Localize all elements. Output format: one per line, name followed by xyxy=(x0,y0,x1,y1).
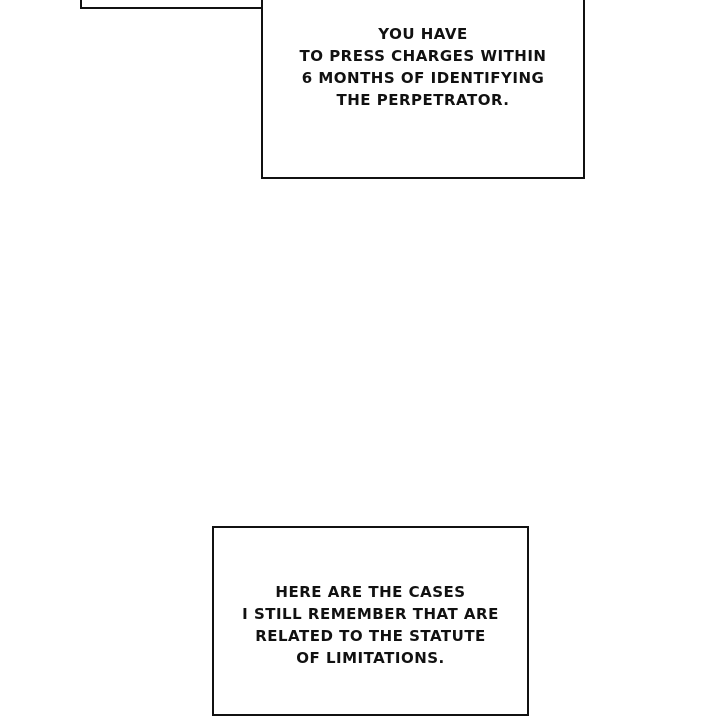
caption-text-1: YOU HAVE TO PRESS CHARGES WITHIN 6 MONTH… xyxy=(263,23,583,111)
caption-line: THE PERPETRATOR. xyxy=(336,91,510,109)
caption-text-2: HERE ARE THE CASES I STILL REMEMBER THAT… xyxy=(214,581,527,669)
caption-line: OF LIMITATIONS. xyxy=(296,649,445,667)
caption-line: RELATED TO THE STATUTE xyxy=(255,627,486,645)
caption-box-2: HERE ARE THE CASES I STILL REMEMBER THAT… xyxy=(212,526,529,716)
caption-line: I STILL REMEMBER THAT ARE xyxy=(242,605,499,623)
caption-box-1: YOU HAVE TO PRESS CHARGES WITHIN 6 MONTH… xyxy=(261,0,585,179)
partial-panel-top-left xyxy=(80,0,264,9)
caption-line: 6 MONTHS OF IDENTIFYING xyxy=(301,69,545,87)
caption-line: HERE ARE THE CASES xyxy=(275,583,466,601)
caption-line: YOU HAVE xyxy=(378,25,468,43)
caption-line: TO PRESS CHARGES WITHIN xyxy=(299,47,547,65)
